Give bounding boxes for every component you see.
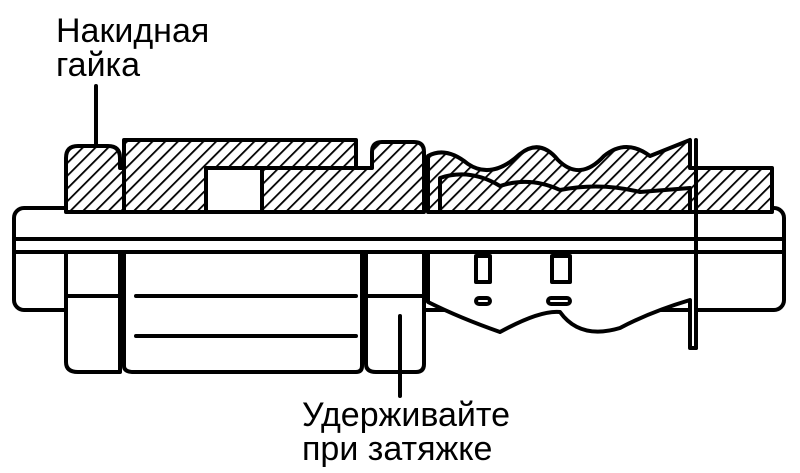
- union-nut-label-line1: Накидная: [56, 12, 210, 50]
- fitting-body-inner-section: [204, 166, 264, 214]
- fitting-body-hex: [122, 250, 364, 374]
- crimp-slot-2: [550, 254, 572, 284]
- crimp-dash-1: [474, 296, 492, 306]
- union-nut-label: Накидная гайка: [56, 14, 209, 82]
- union-nut-hex-body: [64, 250, 122, 374]
- crimp-slot-1: [474, 254, 492, 284]
- hold-label-line1: Удерживайте: [302, 396, 511, 434]
- hold-while-tightening-label: Удерживайте при затяжке: [302, 398, 510, 466]
- hose-sleeve-inner-wall: [438, 172, 692, 214]
- hose-sleeve: [426, 138, 774, 350]
- back-nut-hex-body: [364, 250, 426, 374]
- crimp-dash-2: [546, 296, 572, 306]
- back-nut-section: [260, 140, 426, 214]
- back-nut: [260, 140, 426, 374]
- hold-label-line2: при затяжке: [302, 430, 493, 468]
- union-nut-label-line2: гайка: [56, 46, 141, 84]
